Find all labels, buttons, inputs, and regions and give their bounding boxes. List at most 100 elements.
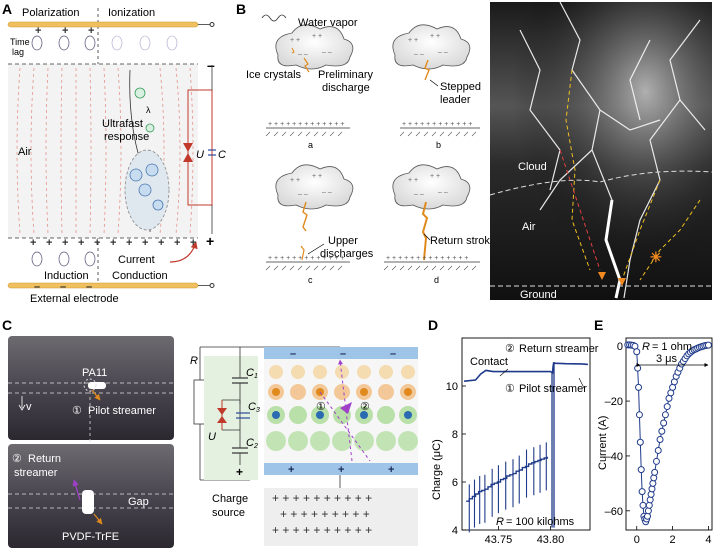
svg-text:+: + <box>30 237 36 249</box>
photo-cloud-label: Cloud <box>518 161 547 173</box>
chart-e-point <box>639 489 645 495</box>
chart-d-xtick-label: 43.75 <box>485 534 513 546</box>
svg-text:+: + <box>206 233 214 249</box>
svg-text:+: + <box>288 464 294 476</box>
ann-r-e: R= 1 ohm <box>642 341 692 353</box>
svg-text:+: + <box>190 237 196 249</box>
panel-c: C PA11 ① Pilot streamer v ② Return strea… <box>2 317 418 548</box>
chart-e-point <box>661 420 667 426</box>
lightning-photo: ✳ <box>490 2 712 300</box>
svg-text:+: + <box>158 237 164 249</box>
conduction-label: Conduction <box>112 270 168 282</box>
external-electrode-label: External electrode <box>30 293 119 305</box>
svg-text:–: – <box>390 348 396 360</box>
charge-source-plus: + + + + + + + + + + + + + + + + + + + + … <box>272 491 372 537</box>
svg-text:+ +: + + <box>290 37 300 44</box>
svg-text:+ +: + + <box>430 173 440 180</box>
chart-e-ylabel: Current (A) <box>597 416 609 470</box>
preliminary-line2: discharge <box>322 82 370 94</box>
ground-c: + + + + + + + + + + + + + <box>266 255 350 270</box>
svg-text:+: + <box>338 464 344 476</box>
svg-text:+ + + + + + + + + + + +: + + + + + + + + + + + + <box>402 121 472 128</box>
chart-e-point <box>653 458 659 464</box>
chart-e-point <box>649 486 655 492</box>
chart-e-point <box>650 480 656 486</box>
panel-a-label: A <box>2 1 12 17</box>
chart-e-point <box>647 497 653 503</box>
svg-text:+: + <box>78 237 84 249</box>
cloud-b: + ++ +– –– – <box>393 25 470 80</box>
ice-crystals-label: Ice crystals <box>246 69 302 81</box>
chart-e-point <box>637 439 643 445</box>
ground-d: + + + + + + + + + + + + + + <box>384 255 480 270</box>
svg-text:+ +: + + <box>312 33 322 40</box>
svg-text:–: – <box>60 281 66 293</box>
chart-e-point <box>705 342 711 348</box>
svg-text:+ +: + + <box>430 33 440 40</box>
svg-text:+ + + + + + + + + + + + + +: + + + + + + + + + + + + + + <box>386 255 469 262</box>
ann-return-marker: ② <box>505 343 515 355</box>
panel-d: D 43.7543.8046810 Charge (μC) ② Return s… <box>428 317 599 546</box>
svg-text:+: + <box>62 237 68 249</box>
chart-d-ytick-label: 4 <box>452 525 458 537</box>
panel-e-label: E <box>594 317 603 333</box>
polarization-label: Polarization <box>22 7 79 19</box>
chart-e-point <box>655 447 661 453</box>
svg-text:–: – <box>34 281 40 293</box>
marker-1-c: ① <box>316 401 326 413</box>
chart-e-point <box>636 384 642 390</box>
chart-e-point <box>638 467 644 473</box>
chart-d-xtick-label: 43.80 <box>537 534 565 546</box>
chart-d-ytick-label: 10 <box>446 381 458 393</box>
ann-pilot-streamer: Pilot streamer <box>519 383 587 395</box>
time-lag-line2: lag <box>12 47 24 57</box>
svg-text:+: + <box>94 237 100 249</box>
top-dipoles <box>32 36 177 50</box>
stepped-line2: leader <box>440 94 471 106</box>
pilot-streamer-label: Pilot streamer <box>88 405 156 417</box>
return-stroke-label: Return stroke <box>430 235 496 247</box>
sub-label-c: c <box>308 275 313 285</box>
pa11-label: PA11 <box>82 367 107 379</box>
chart-d-ylabel: Charge (μC) <box>431 439 443 500</box>
upper-line1: Upper <box>328 235 358 247</box>
svg-text:+ +: + + <box>290 177 300 184</box>
circuit-u: U <box>196 149 204 161</box>
ultrafast-line2: response <box>104 131 149 143</box>
chart-d-ytick-label: 6 <box>452 477 458 489</box>
svg-text:+: + <box>388 464 394 476</box>
svg-text:+ +: + + <box>408 37 418 44</box>
induction-label: Induction <box>44 270 89 282</box>
svg-text:✳: ✳ <box>650 249 662 265</box>
chart-e-point <box>640 502 646 508</box>
pvdf-label: PVDF-TrFE <box>62 531 119 543</box>
return-line2: streamer <box>14 467 58 479</box>
panel-c-label: C <box>2 317 12 333</box>
svg-text:+: + <box>88 25 94 37</box>
svg-text:+ + + + + + + + + + + + +: + + + + + + + + + + + + + <box>268 255 344 262</box>
circuit-c: C <box>218 149 226 161</box>
ann-time-e: 3 μs <box>656 353 678 365</box>
chart-d-ytick-label: 8 <box>452 429 458 441</box>
panel-b-label: B <box>236 1 246 17</box>
bottom-plus-signs: ++++ ++++ +++ <box>30 237 196 249</box>
c3-label: C3 <box>248 401 260 414</box>
svg-text:+: + <box>142 237 148 249</box>
bottom-terminal <box>210 284 214 288</box>
chart-e-point <box>634 349 640 355</box>
chart-e-point <box>651 475 657 481</box>
panel-d-label: D <box>428 317 438 333</box>
air-region <box>8 64 198 238</box>
chart-e-xtick-label: 4 <box>705 534 711 546</box>
water-vapor-wave <box>262 15 286 21</box>
u-label-c: U <box>208 431 216 443</box>
charge-source-line1: Charge <box>212 493 248 505</box>
chart-e-xtick-label: 2 <box>670 534 676 546</box>
chart-e-ytick-label: 0 <box>617 341 623 353</box>
marker-2-c: ② <box>360 401 370 413</box>
pilot-marker-c: ① <box>72 405 82 417</box>
svg-text:– –: – – <box>298 191 308 198</box>
svg-text:+ + + + + + + + + +: + + + + + + + + + + <box>272 491 372 505</box>
svg-text:–: – <box>290 348 296 360</box>
